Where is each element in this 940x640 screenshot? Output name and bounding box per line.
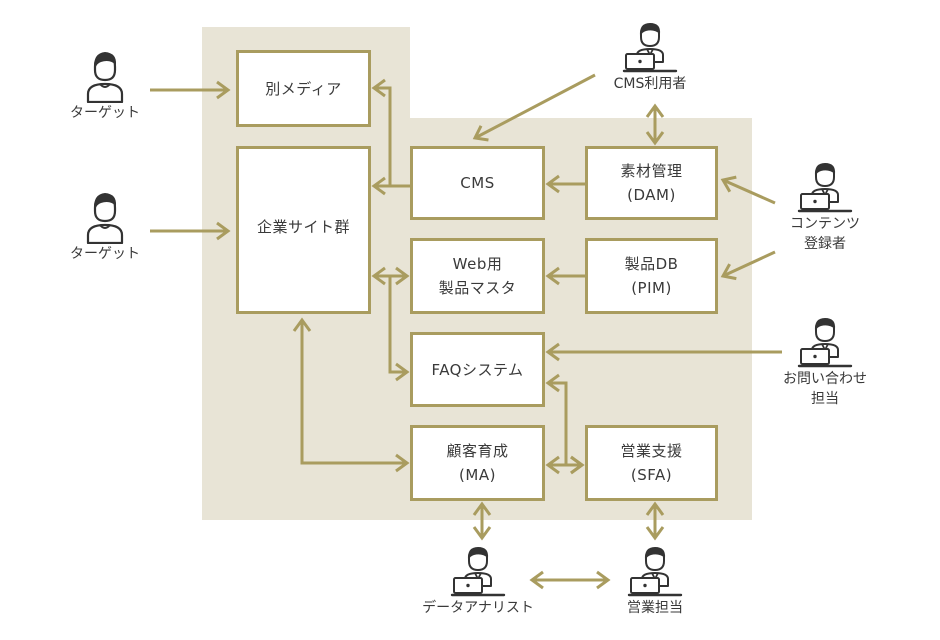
actor-inquiry-staff-label-2: 担当 bbox=[811, 391, 839, 407]
box-corporate-sites: 企業サイト群 bbox=[236, 146, 371, 314]
actor-data-analyst: データアナリスト bbox=[408, 546, 548, 618]
person-at-laptop-icon bbox=[797, 317, 853, 369]
box-ma-label-2: (MA) bbox=[459, 466, 496, 484]
box-pim-label-2: (PIM) bbox=[631, 279, 672, 297]
person-at-laptop-icon bbox=[450, 546, 506, 598]
actor-inquiry-staff-label-1: お問い合わせ bbox=[783, 371, 867, 387]
actor-sales-rep: 営業担当 bbox=[605, 546, 705, 618]
box-ma: 顧客育成 (MA) bbox=[410, 425, 545, 501]
box-dam-label-2: (DAM) bbox=[627, 186, 676, 204]
box-web-product-master-label-2: 製品マスタ bbox=[438, 279, 517, 297]
box-faq-system: FAQシステム bbox=[410, 332, 545, 407]
actor-target-1-label: ターゲット bbox=[70, 105, 140, 121]
person-icon bbox=[80, 188, 130, 244]
actor-content-registrant-label-1: コンテンツ bbox=[790, 216, 860, 232]
box-sfa: 営業支援 (SFA) bbox=[585, 425, 718, 501]
box-sfa-label-2: (SFA) bbox=[630, 466, 673, 484]
box-pim-label-1: 製品DB bbox=[624, 255, 679, 273]
box-pim: 製品DB (PIM) bbox=[585, 238, 718, 314]
box-faq-system-label: FAQシステム bbox=[431, 360, 524, 379]
person-at-laptop-icon bbox=[627, 546, 683, 598]
box-ma-label-1: 顧客育成 bbox=[446, 442, 509, 460]
box-cms-label: CMS bbox=[460, 174, 495, 192]
actor-target-2-label: ターゲット bbox=[70, 246, 140, 262]
box-corporate-sites-label: 企業サイト群 bbox=[256, 218, 350, 236]
box-web-product-master: Web用 製品マスタ bbox=[410, 238, 545, 314]
actor-content-registrant: コンテンツ 登録者 bbox=[775, 162, 875, 254]
box-web-product-master-label-1: Web用 bbox=[452, 255, 503, 273]
actor-inquiry-staff: お問い合わせ 担当 bbox=[770, 317, 880, 409]
actor-target-1: ターゲット bbox=[55, 47, 155, 123]
actor-sales-rep-label: 営業担当 bbox=[627, 600, 683, 616]
box-dam: 素材管理 (DAM) bbox=[585, 146, 718, 220]
box-dam-label-1: 素材管理 bbox=[620, 162, 683, 180]
box-other-media-label: 別メディア bbox=[265, 79, 342, 98]
actor-cms-user: CMS利用者 bbox=[595, 22, 705, 94]
person-icon bbox=[80, 47, 130, 103]
actor-cms-user-label: CMS利用者 bbox=[613, 76, 687, 92]
actor-content-registrant-label-2: 登録者 bbox=[804, 236, 846, 252]
person-at-laptop-icon bbox=[797, 162, 853, 214]
actor-data-analyst-label: データアナリスト bbox=[422, 600, 534, 616]
actor-target-2: ターゲット bbox=[55, 188, 155, 264]
person-at-laptop-icon bbox=[622, 22, 678, 74]
box-cms: CMS bbox=[410, 146, 545, 220]
box-sfa-label-1: 営業支援 bbox=[620, 442, 683, 460]
box-other-media: 別メディア bbox=[236, 50, 371, 127]
